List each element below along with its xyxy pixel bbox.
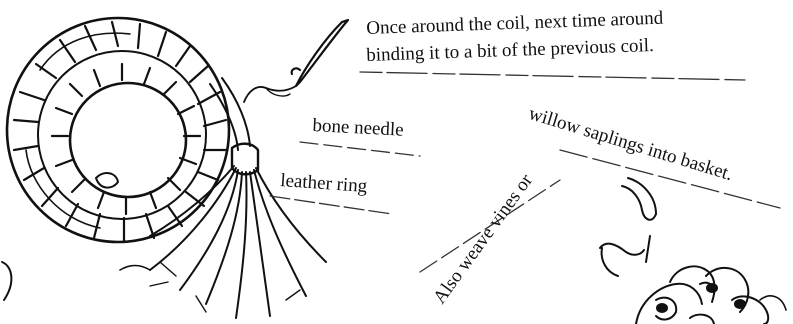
coil-knot-mark xyxy=(96,173,118,188)
bone-needle-drawing xyxy=(244,20,348,102)
edge-partial-mark xyxy=(2,262,11,300)
woven-basket-detail xyxy=(600,178,786,324)
coil-basket-drawing xyxy=(7,18,229,242)
coil-stitches xyxy=(14,22,226,242)
loose-fiber-bundle xyxy=(120,78,326,318)
